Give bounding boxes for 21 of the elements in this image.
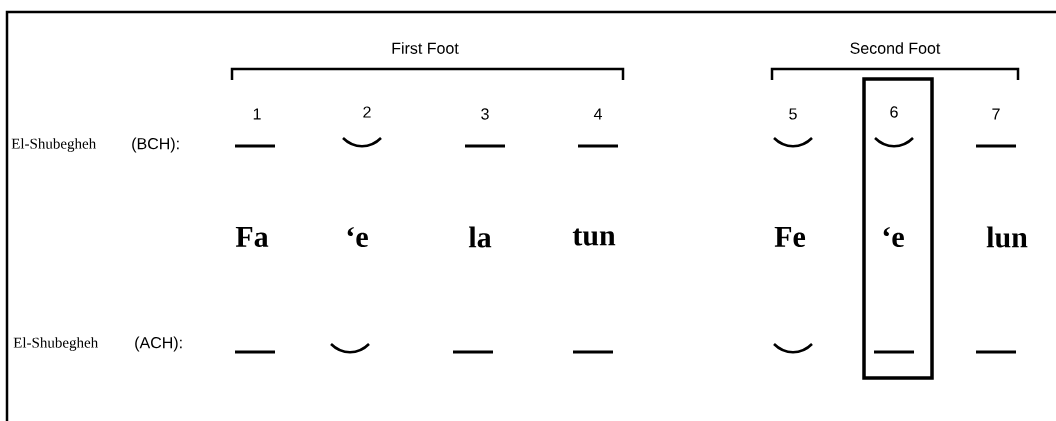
syllable: tun bbox=[572, 228, 616, 246]
row-label: El-Shubegheh bbox=[13, 337, 98, 351]
syllable-number: 3 bbox=[481, 108, 489, 120]
row-label: El-Shubegheh bbox=[11, 138, 96, 152]
syllable-number: 4 bbox=[593, 108, 602, 120]
syllable: lun bbox=[986, 226, 1028, 248]
row-label: (ACH): bbox=[135, 336, 182, 352]
syllable-number: 6 bbox=[890, 106, 898, 118]
row-label: (BCH): bbox=[132, 137, 179, 153]
syllable-number: 5 bbox=[789, 108, 797, 120]
syllable-number: 1 bbox=[253, 108, 261, 120]
syllable-number: 7 bbox=[992, 108, 1000, 120]
syllable: la bbox=[468, 226, 492, 248]
syllable: ‘e bbox=[347, 226, 368, 248]
foot-heading: Second Foot bbox=[850, 42, 941, 54]
foot-heading: First Foot bbox=[392, 42, 459, 54]
highlight-box bbox=[862, 77, 934, 380]
syllable-number: 2 bbox=[363, 106, 371, 118]
syllable: Fe bbox=[774, 227, 806, 247]
syllable: Fa bbox=[235, 227, 269, 247]
syllable: ‘e bbox=[883, 226, 904, 248]
